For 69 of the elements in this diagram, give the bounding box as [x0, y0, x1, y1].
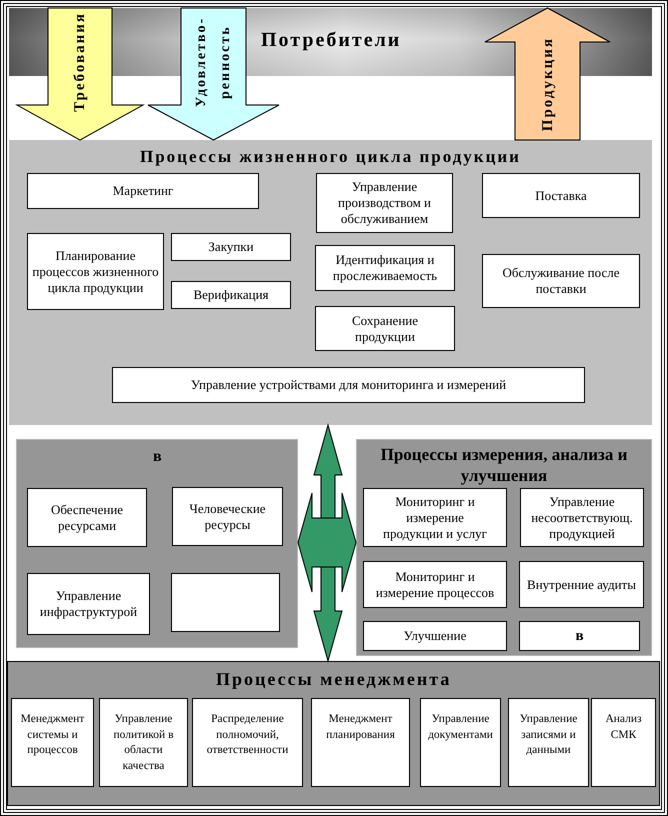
- group-title: Процессы жизненного цикла продукции: [140, 146, 521, 168]
- process-box: [363, 621, 507, 651]
- process-box: [316, 173, 453, 233]
- arrow-label: Удовлетво- ренность: [193, 16, 234, 110]
- box-label: Планирование процессов жизненного цикла продукции: [31, 248, 160, 296]
- process-box: [27, 573, 150, 635]
- box-label: Закупки: [208, 239, 254, 255]
- process-box: [311, 698, 410, 787]
- box-label: Идентификация и прослеживаемость: [332, 252, 438, 284]
- arrow-label: Требования: [71, 12, 89, 112]
- empty-box: [171, 573, 280, 632]
- box-label: Анализ СМК: [604, 712, 643, 742]
- group-panel: [356, 439, 652, 656]
- band-title: Потребители: [261, 28, 402, 52]
- process-box: [172, 487, 283, 546]
- process-box: [520, 488, 644, 547]
- group-panel: [9, 140, 652, 425]
- box-label: Обеспечение ресурсами: [50, 502, 124, 534]
- process-box: [27, 173, 259, 209]
- box-label: Управление производством и обслуживанием: [336, 179, 432, 227]
- box-label: Управление политикой в области качества: [112, 712, 175, 774]
- box-label: Управление документами: [427, 712, 494, 742]
- box-label: Мониторинг и измерение продукции и услуг: [382, 494, 488, 542]
- process-box: [112, 367, 585, 403]
- process-box: [482, 254, 640, 308]
- process-box: [591, 698, 656, 787]
- process-box: [420, 698, 501, 787]
- process-box: [519, 561, 644, 608]
- process-box: [315, 245, 455, 291]
- double-block-arrow: [297, 492, 357, 592]
- box-label: в: [575, 628, 584, 644]
- process-box: [171, 233, 291, 261]
- group-title: Процессы измерения, анализа и улучшения: [380, 444, 628, 486]
- box-label: Верификация: [193, 287, 269, 303]
- box-label: Маркетинг: [112, 183, 174, 199]
- box-label: Управление несоответствующ. продукцией: [530, 494, 634, 542]
- box-label: Менеджмент планирования: [325, 712, 396, 742]
- group-title: Процессы менеджмента: [216, 668, 452, 690]
- box-label: Мониторинг и измерение процессов: [374, 568, 496, 600]
- process-box: [508, 698, 589, 787]
- box-label: Управление инфраструктурой: [38, 588, 138, 620]
- arrow-label: Продукция: [539, 37, 557, 132]
- process-box: [11, 698, 94, 787]
- box-label: Менеджмент системы и процессов: [20, 712, 86, 758]
- box-label: Поставка: [535, 188, 587, 204]
- process-box: [363, 561, 507, 608]
- box-label: Улучшение: [404, 628, 466, 644]
- process-box: [27, 233, 164, 310]
- process-box: [519, 621, 640, 651]
- box-label: Управление устройствами для мониторинга и измерений: [190, 377, 506, 393]
- group-title: в: [153, 447, 162, 467]
- process-box: [192, 698, 303, 787]
- process-box: [363, 488, 507, 547]
- box-label: Обслуживание после поставки: [501, 265, 620, 297]
- group-panel: [16, 439, 298, 648]
- box-label: Распределение полномочий, ответственности: [206, 712, 290, 758]
- process-box: [99, 698, 188, 787]
- box-label: Внутренние аудиты: [527, 576, 636, 592]
- process-box: [171, 281, 291, 309]
- box-label: Человеческие ресурсы: [188, 500, 267, 532]
- block-arrow: [15, 8, 145, 141]
- group-panel: [7, 661, 660, 806]
- process-box: [27, 488, 147, 547]
- block-arrow: [148, 8, 280, 141]
- block-arrow: [484, 7, 610, 140]
- box-label: Сохранение продукции: [350, 312, 420, 344]
- box-label: Управление записями и данными: [518, 712, 578, 758]
- process-box: [482, 173, 640, 218]
- process-box: [315, 306, 455, 351]
